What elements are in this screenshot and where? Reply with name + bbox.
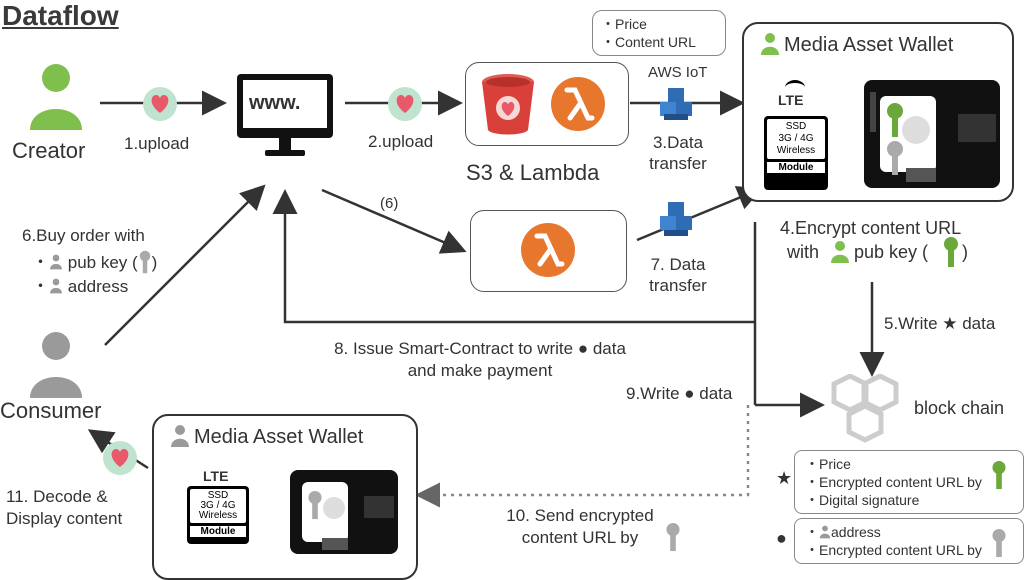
www-label: www.	[249, 92, 301, 114]
aws-iot-icon	[660, 202, 692, 236]
creator-label: Creator	[12, 138, 86, 163]
step-4-line1: 4.Encrypt content URL	[780, 218, 962, 238]
green-user-icon	[761, 33, 779, 55]
lte-label: LTE	[203, 468, 229, 484]
monitor-icon	[237, 74, 333, 156]
aws-iot-label: AWS IoT	[648, 64, 708, 81]
step-5-label: 5.Write ★ data	[884, 314, 996, 333]
bubble-content-url: ・Content URL	[601, 34, 696, 50]
green-key-icon	[944, 237, 958, 267]
step-4-close: )	[962, 242, 968, 262]
gray-key-icon	[887, 141, 903, 175]
gray-user-icon	[171, 425, 189, 447]
bubble-price: ・Price	[601, 16, 647, 32]
wireless-icon	[785, 80, 805, 95]
legend-star-marker: ★	[776, 468, 793, 488]
gray-key-icon	[666, 522, 680, 552]
green-key-icon	[887, 103, 903, 137]
wallet-bottom-title: Media Asset Wallet	[194, 426, 364, 448]
legend-dot-box: ・address ・Encrypted content URL by	[794, 518, 1024, 564]
gray-key-icon	[139, 250, 150, 274]
step-6-item1: ・ pub key ()	[32, 248, 157, 274]
arrow-data-transfer-7	[636, 186, 763, 242]
aws-iot-icon	[660, 88, 692, 120]
gray-user-icon	[50, 254, 62, 270]
blockchain-label: block chain	[914, 398, 1005, 418]
heart-content-icon	[103, 441, 137, 475]
wallet-top-title: Media Asset Wallet	[784, 34, 954, 56]
lambda-icon	[521, 223, 575, 277]
step-2-label: 2.upload	[368, 132, 434, 151]
gray-user-icon	[50, 278, 62, 294]
step-6-label: (6)	[380, 195, 399, 212]
s3-bucket-icon	[482, 74, 534, 135]
blockchain-icon	[831, 374, 899, 443]
raspberry-pi-board-icon	[864, 80, 1000, 188]
green-key-icon	[992, 460, 1006, 490]
step-4-with: with	[787, 242, 820, 262]
raspberry-pi-board-icon	[290, 470, 398, 554]
green-user-icon	[831, 241, 849, 263]
arrow-step-6	[321, 188, 467, 254]
heart-content-icon	[388, 87, 422, 121]
lte-module: SSD 3G / 4G Wireless Module	[187, 486, 249, 544]
creator-user-icon	[30, 64, 82, 130]
arrow-send-encrypted-10	[415, 405, 750, 508]
gray-key-icon	[308, 490, 322, 520]
lte-label: LTE	[778, 92, 804, 108]
price-content-bubble: ・Price ・Content URL	[592, 10, 726, 56]
legend-star-box: ・Price ・Encrypted content URL by ・Digita…	[794, 450, 1024, 514]
step-6-item2: ・ address	[32, 277, 129, 296]
step-9-label: 9.Write ● data	[626, 384, 733, 403]
step-11-label: 11. Decode &Display content	[6, 487, 123, 528]
gray-key-icon	[992, 528, 1006, 558]
consumer-label: Consumer	[0, 398, 102, 423]
legend-dot-marker: ●	[776, 528, 787, 548]
step-4-pubkey: pub key (	[854, 242, 929, 262]
heart-content-icon	[143, 87, 177, 121]
step-6-title: 6.Buy order with	[22, 226, 145, 245]
arrow-smart-contract-8	[272, 189, 755, 324]
arrow-buy-order	[104, 184, 266, 346]
step-1-label: 1.upload	[124, 134, 190, 153]
consumer-user-icon	[30, 332, 82, 398]
gray-user-icon	[819, 525, 831, 539]
page-title: Dataflow	[2, 0, 119, 31]
lambda-icon	[551, 77, 605, 131]
s3-lambda-label: S3 & Lambda	[466, 160, 600, 185]
lte-module: SSD 3G / 4G Wireless Module	[764, 116, 828, 190]
